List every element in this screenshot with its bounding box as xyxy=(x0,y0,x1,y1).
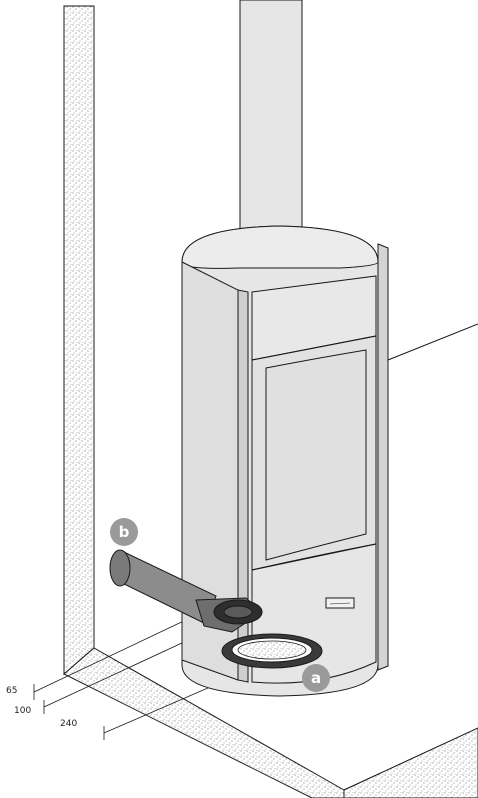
wall-insulation xyxy=(63,5,95,676)
dimension-65: 65 xyxy=(6,686,17,696)
stove-body xyxy=(181,225,389,697)
callout-a-label: a xyxy=(311,669,321,687)
dimension-240: 240 xyxy=(60,719,77,729)
callout-b-label: b xyxy=(119,523,130,541)
stove-door-glass xyxy=(265,349,367,561)
flue-pipe xyxy=(239,0,303,263)
dimension-100: 100 xyxy=(14,706,31,716)
stove-left-edge xyxy=(237,289,249,683)
wall-face xyxy=(63,5,95,676)
callout-b: b xyxy=(110,518,138,546)
external-air-pipe xyxy=(109,549,263,633)
callout-a: a xyxy=(302,664,330,692)
stove-top-cap xyxy=(181,225,379,269)
floor-back-line xyxy=(387,323,478,361)
stove-right-panel xyxy=(377,243,389,671)
air-inlet-ring xyxy=(221,633,323,669)
stove-logo-plate xyxy=(325,597,355,609)
floor-top-face xyxy=(63,647,478,798)
floor-slab xyxy=(63,323,478,798)
air-pipe-flange xyxy=(109,549,131,587)
floor-right-face xyxy=(343,727,478,798)
